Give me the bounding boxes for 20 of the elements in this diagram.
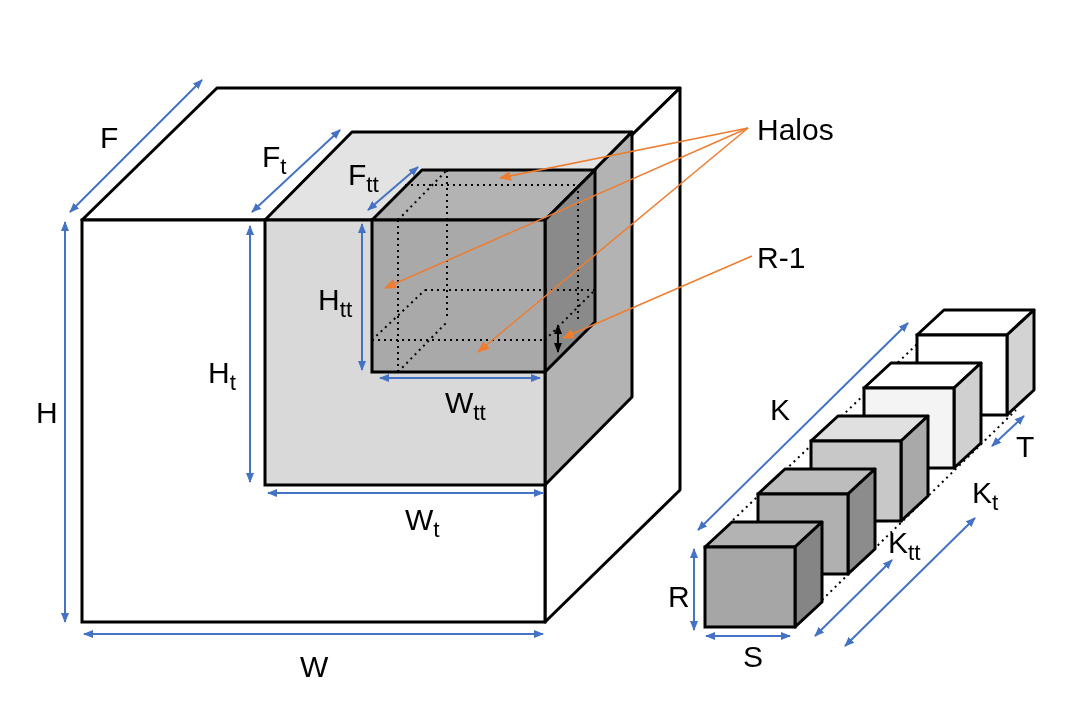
callout-text: Halos: [757, 115, 834, 145]
leader-line: [562, 255, 753, 339]
leader-line: [384, 127, 749, 289]
callout-text: R-1: [757, 243, 806, 273]
dimension-label: F: [100, 123, 119, 153]
leader-line: [477, 127, 749, 353]
dimension-label: K$_{tt}$: [888, 528, 921, 565]
dimension-label: K: [770, 395, 790, 425]
dimension-label: K$_{t}$: [972, 478, 999, 515]
dimension-label: W$_{tt}$: [445, 388, 486, 425]
dimension-label: W$_{t}$: [405, 505, 440, 542]
dimension-label: H: [36, 398, 58, 428]
dimension-label: H$_{tt}$: [318, 285, 353, 322]
dimension-label: S: [743, 642, 763, 672]
dimension-label: R: [668, 582, 690, 612]
dimension-label: F$_{tt}$: [348, 160, 379, 197]
dimension-label: F$_{t}$: [262, 142, 287, 179]
dimension-label: T: [1016, 432, 1035, 462]
dimension-label: W: [300, 652, 329, 682]
dimension-label: H$_{t}$: [208, 358, 236, 395]
